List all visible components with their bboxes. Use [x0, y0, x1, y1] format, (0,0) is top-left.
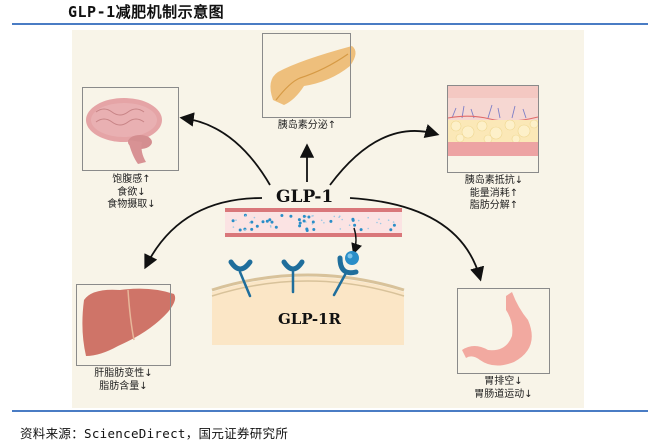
- top-rule: [12, 23, 648, 25]
- glp1-particle: [312, 228, 316, 231]
- glp1-particle: [265, 219, 269, 223]
- glp1-particle: [261, 220, 265, 224]
- effect-insulin-secretion: 胰岛素分泌↑: [277, 120, 337, 131]
- glp1-particle: [323, 222, 325, 224]
- liver-icon: [82, 288, 176, 356]
- pancreas-icon: [270, 46, 356, 105]
- glp1-particle: [305, 221, 307, 223]
- brain-frame: [82, 87, 179, 171]
- glp1-particle: [341, 218, 344, 221]
- adipose-tissue-icon: [447, 86, 539, 156]
- glp1-particle: [274, 225, 278, 229]
- glp1-particle: [253, 216, 256, 219]
- glp1-particle: [376, 221, 378, 224]
- adipose-frame: [447, 85, 539, 173]
- glp1-particle: [232, 226, 235, 228]
- arrow-to-brain: [179, 112, 271, 186]
- glp1-particle: [378, 218, 380, 220]
- glp1-particle: [389, 228, 393, 232]
- glp1-particle: [311, 223, 314, 225]
- cell: [211, 273, 405, 345]
- glp1-particle: [351, 218, 355, 222]
- glp1-particle: [238, 228, 242, 232]
- pancreas-frame: [262, 33, 351, 118]
- stomach-icon: [462, 292, 532, 366]
- glp1-particle: [329, 219, 333, 223]
- glp1-particle: [298, 221, 302, 225]
- glp1-particle: [367, 227, 370, 230]
- glp1-particle: [333, 215, 336, 218]
- glp1-particle: [298, 224, 302, 228]
- glp1-particle: [348, 224, 351, 226]
- receptor-bound: [332, 251, 359, 297]
- effect-food-intake: 食物摄取↓: [107, 199, 156, 210]
- glp1-particle: [311, 215, 313, 217]
- glp1-particle: [379, 222, 382, 225]
- glp1-particle: [249, 221, 251, 224]
- glp1-particle: [289, 214, 293, 218]
- glp1-particle: [392, 223, 396, 227]
- arrow-to-stomach: [349, 197, 485, 282]
- effect-insulin-resistance: 胰岛素抵抗↓: [464, 175, 524, 186]
- glp1-particle: [270, 226, 272, 228]
- effect-hepatic-steatosis: 肝脂肪变性↓: [94, 368, 153, 379]
- stomach-frame: [457, 288, 550, 374]
- glp1-particle: [270, 220, 274, 224]
- glp1-particle: [387, 219, 390, 221]
- glp1-particle: [339, 228, 342, 230]
- glp1-particle: [320, 219, 323, 222]
- receptor-1: [228, 259, 253, 298]
- arrow-to-adipose: [329, 124, 440, 186]
- glp1-particle: [250, 220, 254, 224]
- adipose-effects: 胰岛素抵抗↓ 能量消耗↑ 脂肪分解↑: [448, 175, 540, 213]
- pancreas-effects: 胰岛素分泌↑: [262, 120, 352, 133]
- blood-vessel: [225, 208, 402, 237]
- glp1-particle: [250, 227, 254, 231]
- glp1-particle: [297, 218, 301, 222]
- glp1-particle: [302, 219, 306, 223]
- glp1-molecule: [345, 251, 359, 265]
- glp1-particle: [244, 229, 246, 231]
- bottom-rule: [12, 410, 648, 412]
- glp1-particle: [255, 224, 259, 228]
- glp1-particle: [305, 229, 309, 232]
- glp1-particle: [311, 220, 315, 224]
- effect-appetite: 食欲↓: [117, 186, 146, 198]
- effect-satiety: 饱腹感↑: [112, 174, 151, 185]
- arrow-to-receptor: [351, 227, 362, 255]
- glp1-particle: [338, 216, 340, 218]
- brain-icon: [86, 98, 162, 164]
- glp1-particle: [392, 221, 395, 223]
- glp1-particle: [268, 218, 272, 222]
- effect-gi-motility: 胃肠道运动↓: [474, 388, 533, 400]
- effect-energy-expenditure: 能量消耗↑: [469, 187, 519, 199]
- glp1r-label: GLP-1R: [278, 310, 341, 328]
- glp1-particle: [280, 214, 284, 217]
- brain-effects: 饱腹感↑ 食欲↓ 食物摄取↓: [84, 174, 179, 212]
- glp1-label: GLP-1: [276, 187, 334, 207]
- glp1-particle: [357, 219, 360, 222]
- glp1-particle: [235, 219, 237, 221]
- receptor-2: [281, 259, 305, 294]
- effect-lipolysis: 脂肪分解↑: [469, 200, 519, 211]
- glp1-particle: [353, 223, 357, 227]
- glp1-particle: [244, 215, 247, 217]
- stomach-effects: 胃排空↓ 胃肠道运动↓: [457, 376, 550, 401]
- glp1-particle: [367, 216, 370, 219]
- arrow-to-liver: [144, 197, 263, 270]
- glp1-particle: [359, 228, 363, 232]
- figure-title: GLP-1减肥机制示意图: [68, 3, 225, 21]
- glp1-particle: [231, 219, 235, 223]
- effect-gastric-emptying: 胃排空↓: [484, 376, 523, 387]
- effect-fat-content: 脂肪含量↓: [99, 380, 148, 392]
- glp1-particle: [307, 215, 311, 219]
- source-note: 资料来源：ScienceDirect，国元证券研究所: [20, 426, 289, 441]
- liver-frame: [76, 284, 171, 366]
- glp1-particle: [302, 214, 306, 218]
- liver-effects: 肝脂肪变性↓ 脂肪含量↓: [76, 368, 171, 393]
